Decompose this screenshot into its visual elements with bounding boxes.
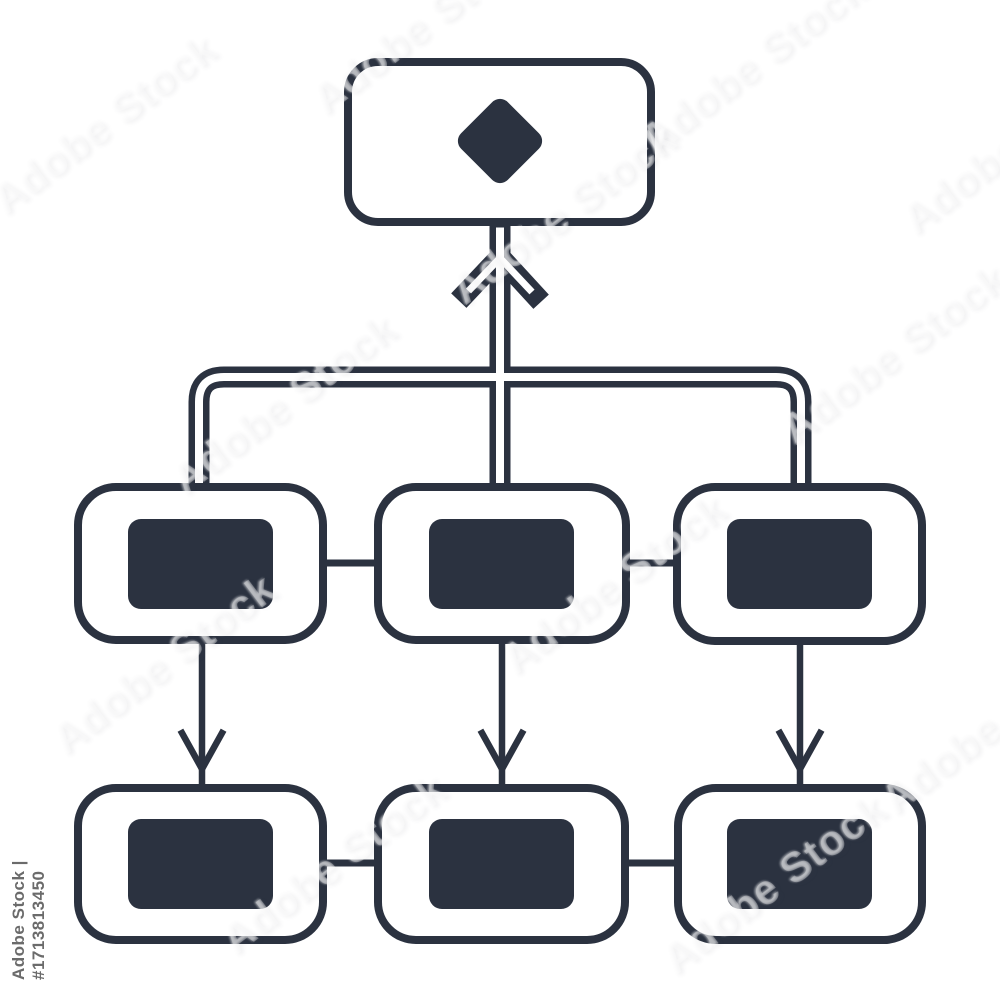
down-arrow-center-head [477,728,527,776]
top-node [344,58,655,226]
mid-left-content-rect [128,519,273,609]
mid-center-content-rect [429,519,574,609]
down-arrow-left-head [177,728,227,776]
branch-connector-core [195,373,805,487]
bottom-left-content-rect [128,819,273,909]
down-arrows [177,641,825,791]
down-arrow-right-head [775,728,825,776]
sibling-connectors [318,559,682,867]
middle-row-nodes [74,483,926,645]
bottom-right-content-rect [727,819,872,909]
up-arrowhead-core [465,252,535,295]
mid-right-content-rect [727,519,872,609]
bottom-row-nodes [74,784,926,944]
diamond-icon [457,98,543,184]
double-line-connectors-white [195,227,805,487]
bottom-center-content-rect [429,819,574,909]
